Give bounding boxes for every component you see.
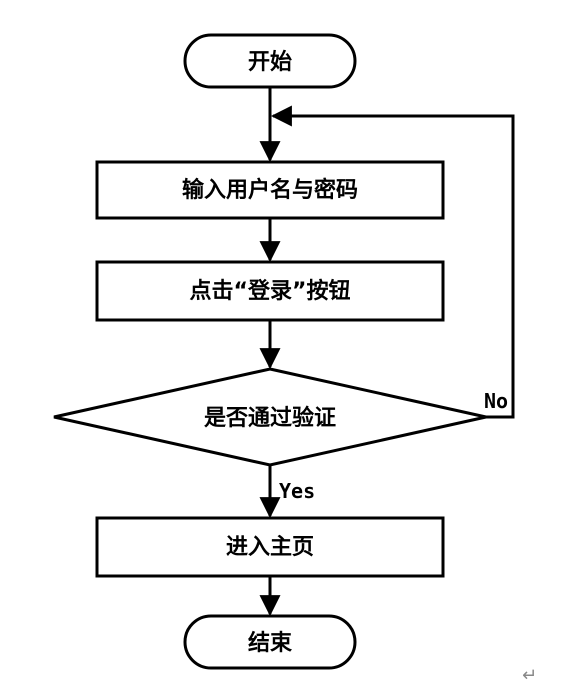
end-label: 结束: [248, 630, 293, 656]
edge-decision-no-loop: [270, 105, 515, 419]
enter-homepage-label: 进入主页: [226, 535, 314, 560]
decision-label: 是否通过验证: [204, 405, 336, 431]
paragraph-mark-icon: ↵: [522, 665, 537, 684]
input-credentials-label: 输入用户名与密码: [182, 177, 358, 203]
no-label: No: [484, 389, 508, 413]
start-label: 开始: [248, 49, 292, 75]
click-login-label: 点击“登录”按钮: [190, 278, 351, 304]
yes-label: Yes: [279, 479, 315, 503]
enter-homepage-node: 进入主页: [95, 516, 445, 578]
decision-node: 是否通过验证: [53, 367, 487, 467]
start-node: 开始: [183, 33, 357, 89]
input-credentials-node: 输入用户名与密码: [95, 160, 445, 220]
click-login-node: 点击“登录”按钮: [95, 260, 445, 322]
end-node: 结束: [183, 614, 357, 670]
